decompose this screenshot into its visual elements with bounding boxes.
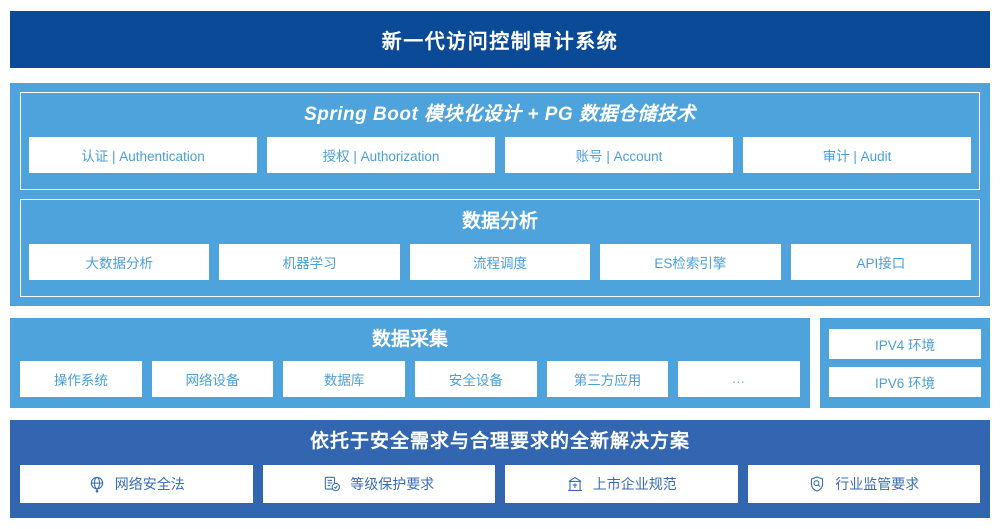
chip-ipv4-environment[interactable]: IPV4 环境 xyxy=(829,329,981,359)
chip-cybersecurity-law-label: 网络安全法 xyxy=(114,475,185,492)
chip-database[interactable]: 数据库 xyxy=(283,360,406,397)
chip-es-search-engine[interactable]: ES检索引擎 xyxy=(600,243,781,280)
data-analysis-group-title: 数据分析 xyxy=(461,211,538,232)
spring-boot-group: Spring Boot 模块化设计 + PG 数据仓储技术 认证 | Authe… xyxy=(20,92,980,190)
spring-boot-group-title: Spring Boot 模块化设计 + PG 数据仓储技术 xyxy=(304,104,696,125)
data-analysis-chip-row: 大数据分析 机器学习 流程调度 ES检索引擎 API接口 xyxy=(29,243,972,280)
chip-third-party-app[interactable]: 第三方应用 xyxy=(546,360,669,397)
bank-building-icon xyxy=(566,475,584,493)
chip-ipv6-environment[interactable]: IPV6 环境 xyxy=(829,367,981,397)
compliance-title: 依托于安全需求与合理要求的全新解决方案 xyxy=(309,431,690,452)
chip-industry-regulation-label: 行业监管要求 xyxy=(835,475,920,492)
compliance-band: 依托于安全需求与合理要求的全新解决方案 网络安全法 xyxy=(10,420,990,518)
data-collection-group: 数据采集 操作系统 网络设备 数据库 安全设备 第三方应用 … xyxy=(10,318,810,408)
document-check-icon xyxy=(323,475,341,493)
page-title: 新一代访问控制审计系统 xyxy=(381,31,619,53)
data-collection-band: 数据采集 操作系统 网络设备 数据库 安全设备 第三方应用 … IPV4 环境 … xyxy=(10,318,990,408)
platform-band: Spring Boot 模块化设计 + PG 数据仓储技术 认证 | Authe… xyxy=(10,83,990,306)
chip-audit[interactable]: 审计 | Audit xyxy=(743,136,971,173)
ip-environment-panel: IPV4 环境 IPV6 环境 xyxy=(820,318,990,408)
spring-boot-chip-row: 认证 | Authentication 授权 | Authorization 账… xyxy=(29,136,971,173)
chip-authorization[interactable]: 授权 | Authorization xyxy=(267,136,495,173)
chip-machine-learning[interactable]: 机器学习 xyxy=(219,243,400,280)
data-collection-title: 数据采集 xyxy=(371,329,448,350)
chip-mlps-requirement-label: 等级保护要求 xyxy=(350,475,435,492)
chip-network-device[interactable]: 网络设备 xyxy=(151,360,274,397)
chip-api-interface[interactable]: API接口 xyxy=(790,243,972,280)
chip-listed-enterprise-standard-label: 上市企业规范 xyxy=(592,475,677,492)
chip-big-data-analysis[interactable]: 大数据分析 xyxy=(29,243,210,280)
chip-security-device[interactable]: 安全设备 xyxy=(415,360,537,397)
chip-cybersecurity-law[interactable]: 网络安全法 xyxy=(20,464,253,503)
chip-industry-regulation[interactable]: 行业监管要求 xyxy=(747,464,980,503)
chip-listed-enterprise-standard[interactable]: 上市企业规范 xyxy=(505,464,738,503)
chip-mlps-requirement[interactable]: 等级保护要求 xyxy=(262,464,495,503)
shield-search-icon xyxy=(808,475,826,493)
page-title-bar: 新一代访问控制审计系统 xyxy=(10,11,990,68)
data-collection-chip-row: 操作系统 网络设备 数据库 安全设备 第三方应用 … xyxy=(20,360,801,397)
chip-more-ellipsis[interactable]: … xyxy=(678,360,801,397)
compliance-chip-row: 网络安全法 等级保护要求 xyxy=(20,464,980,503)
chip-authentication[interactable]: 认证 | Authentication xyxy=(29,136,257,173)
chip-process-scheduling[interactable]: 流程调度 xyxy=(409,243,591,280)
data-analysis-group: 数据分析 大数据分析 机器学习 流程调度 ES检索引擎 API接口 xyxy=(20,199,980,297)
chip-account[interactable]: 账号 | Account xyxy=(505,136,733,173)
globe-icon xyxy=(88,475,106,493)
chip-operating-system[interactable]: 操作系统 xyxy=(20,360,142,397)
